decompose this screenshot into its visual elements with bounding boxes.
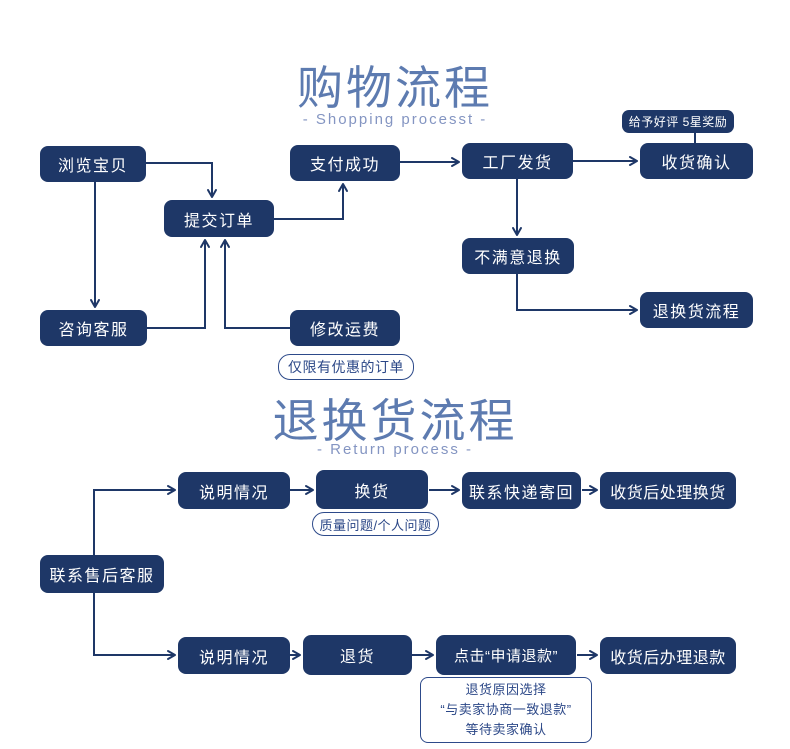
node-submit-order: 提交订单	[164, 200, 274, 237]
note-refund-reason-line2: “与卖家协商一致退款”	[440, 701, 572, 717]
connector-modify-to-submit	[220, 239, 290, 329]
node-exchange-goods: 换货	[316, 470, 428, 509]
connector-contact-to-explain-exchange	[93, 485, 176, 555]
returns-title: 退换货流程	[272, 395, 518, 447]
node-click-apply-refund: 点击“申请退款”	[436, 635, 576, 675]
rating-reward-badge: 给予好评 5星奖励	[622, 110, 734, 133]
node-payment-success: 支付成功	[290, 145, 400, 181]
shopping-subtitle: - Shopping processt -	[302, 111, 488, 128]
node-process-refund: 收货后办理退款	[600, 637, 736, 674]
connector-submit-to-pay	[274, 183, 348, 220]
node-consult-service: 咨询客服	[40, 310, 147, 346]
node-unsatisfied-return: 不满意退换	[462, 238, 574, 274]
node-process-exchange: 收货后处理换货	[600, 472, 736, 509]
node-contact-aftersales: 联系售后客服	[40, 555, 164, 593]
connector-consult-to-submit	[147, 239, 210, 329]
note-quality-or-personal-issue: 质量问题/个人问题	[312, 512, 439, 536]
note-refund-reason-line1: 退货原因选择	[465, 681, 547, 697]
shopping-title: 购物流程	[297, 62, 493, 114]
node-explain-situation-exchange: 说明情况	[178, 472, 290, 509]
node-contact-courier: 联系快递寄回	[462, 472, 581, 509]
node-factory-ship: 工厂发货	[462, 143, 573, 179]
node-modify-shipping: 修改运费	[290, 310, 400, 346]
connector-browse-to-submit	[146, 162, 217, 198]
node-return-goods: 退货	[303, 635, 412, 675]
node-browse-items: 浏览宝贝	[40, 146, 146, 182]
connector-contact-to-explain-refund	[93, 593, 176, 660]
note-refund-reason-line3: 等待卖家确认	[465, 722, 547, 738]
connector-unsatisfied-to-return-entry	[516, 274, 638, 315]
node-explain-situation-refund: 说明情况	[178, 637, 290, 674]
node-confirm-receipt: 收货确认	[640, 143, 753, 179]
node-return-process-entry: 退换货流程	[640, 292, 753, 328]
returns-subtitle: - Return process -	[316, 441, 474, 458]
note-discount-orders-only: 仅限有优惠的订单	[278, 354, 414, 380]
note-refund-reason: 退货原因选择 “与卖家协商一致退款” 等待卖家确认	[420, 677, 592, 743]
